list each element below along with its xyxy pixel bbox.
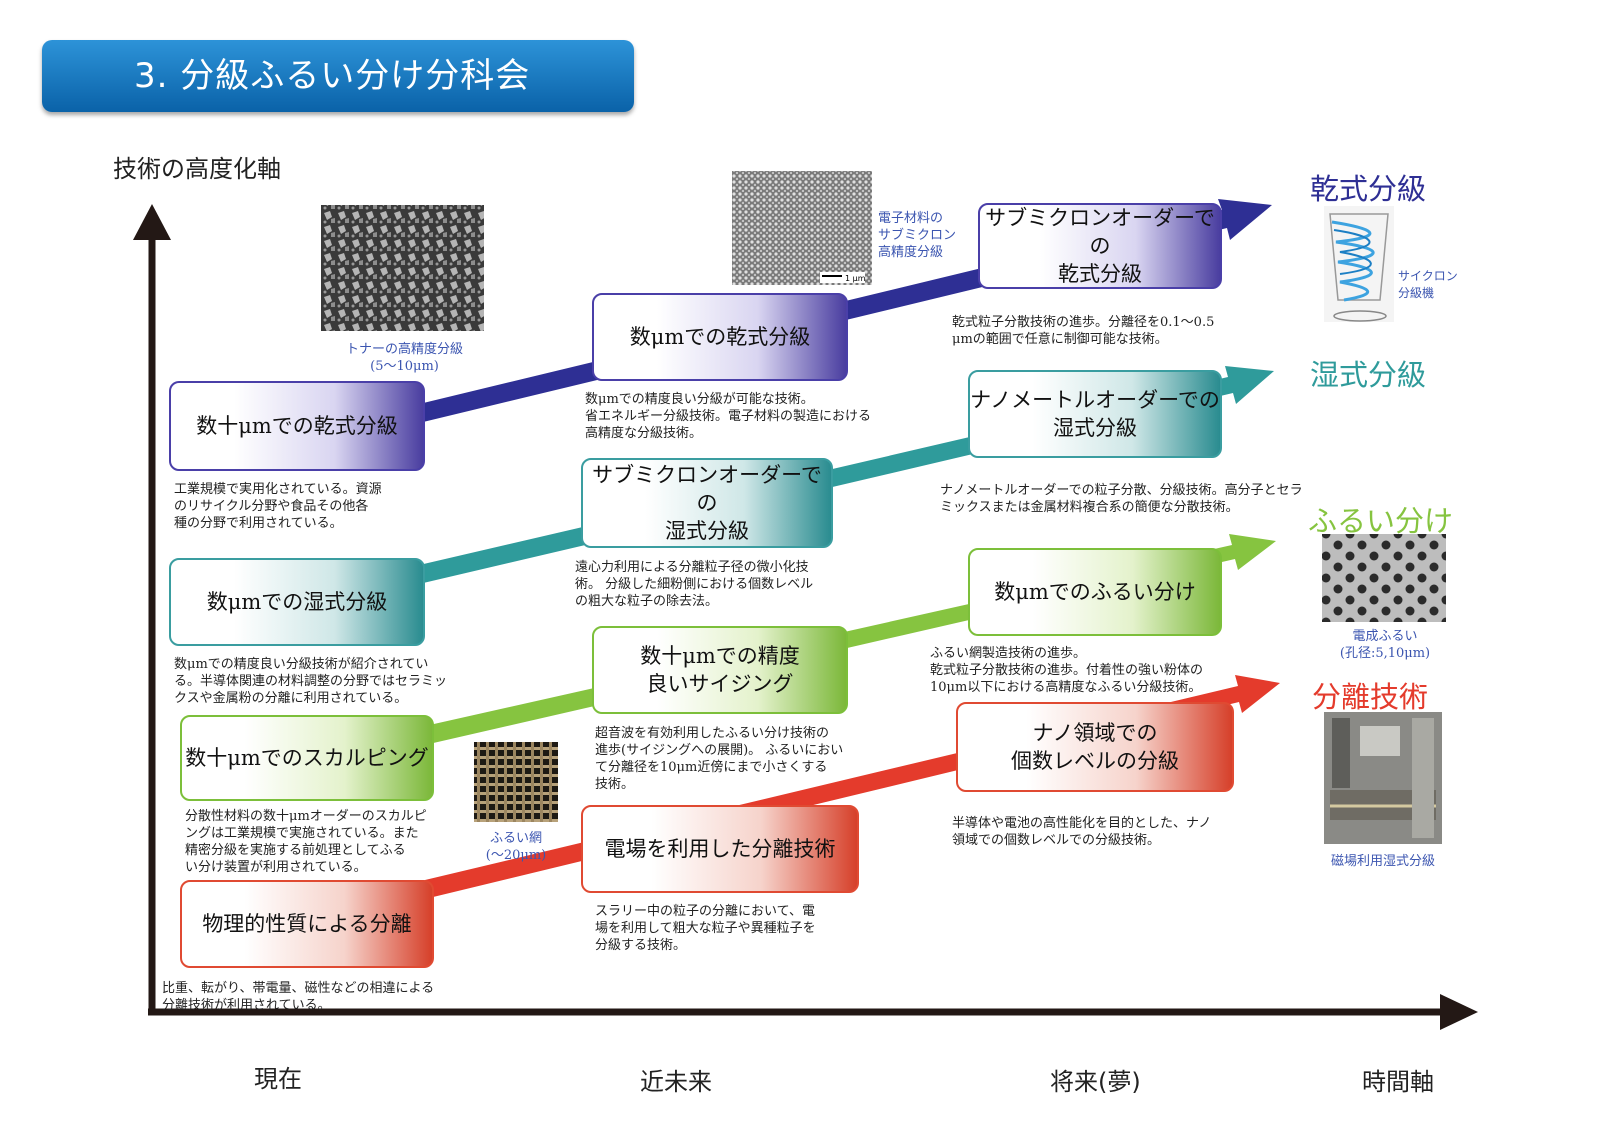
mesh-photo xyxy=(474,742,558,822)
desc-dry-submicron: 乾式粒子分散技術の進歩。分離径を0.1〜0.5 μmの範囲で任意に制御可能な技術… xyxy=(952,315,1215,347)
desc-wet-submicron: 遠心力利用による分離粒子径の微小化技 術。 分級した細粉側における個数レベル の… xyxy=(575,560,814,609)
caption-cyclone: サイクロン 分級機 xyxy=(1398,269,1458,300)
desc-dry-um: 数μmでの精度良い分級が可能な技術。 省エネルギー分級技術。電子材料の製造におけ… xyxy=(585,392,872,441)
caption-electroformed: 電成ふるい (孔径:5,10μm) xyxy=(1339,629,1431,661)
magnetic-separation-photo xyxy=(1324,712,1442,844)
box-dry-tens-um: 数十μmでの乾式分級 xyxy=(169,381,425,471)
box-sep-electric: 電場を利用した分離技術 xyxy=(581,805,859,893)
desc-dry-tens-um: 工業規模で実用化されている。資源 のリサイクル分野や食品その他各 種の分野で利用… xyxy=(174,482,382,531)
box-sieve-sizing: 数十μmでの精度 良いサイジング xyxy=(592,626,848,714)
x-tick-future: 将来(夢) xyxy=(1050,1068,1141,1096)
box-sieve-scalping: 数十μmでのスカルピング xyxy=(180,715,434,801)
category-sieve: ふるい分け xyxy=(1308,504,1454,538)
electronic-material-photo: 1 μm xyxy=(732,171,872,285)
desc-sieve-scalping: 分散性材料の数十μmオーダーのスカルピ ングは工業規模で実施されている。また 精… xyxy=(185,809,427,875)
category-separation: 分離技術 xyxy=(1312,680,1429,714)
toner-photo xyxy=(321,205,484,331)
desc-wet-nanometer: ナノメートルオーダーでの粒子分散、分級技術。高分子とセラ ミックスまたは金属材料… xyxy=(940,483,1303,515)
caption-toner: トナーの高精度分級 (5〜10μm) xyxy=(345,342,463,374)
box-dry-um: 数μmでの乾式分級 xyxy=(592,293,848,381)
electroformed-sieve-photo xyxy=(1322,534,1446,622)
x-tick-near-future: 近未来 xyxy=(640,1068,712,1096)
cyclone-photo xyxy=(1324,206,1394,322)
box-sep-physical: 物理的性質による分離 xyxy=(180,880,434,968)
desc-wet-um: 数μmでの精度良い分級技術が紹介されてい る。半導体関連の材料調整の分野ではセラ… xyxy=(174,657,448,706)
desc-sieve-um: ふるい網製造技術の進歩。 乾式粒子分散技術の進歩。付着性の強い粉体の 10μm以… xyxy=(930,646,1204,695)
caption-mesh: ふるい網 (〜20μm) xyxy=(485,831,547,863)
box-sep-nano: ナノ領域での 個数レベルの分級 xyxy=(956,702,1234,792)
box-wet-submicron: サブミクロンオーダーでの 湿式分級 xyxy=(581,458,833,548)
category-dry: 乾式分級 xyxy=(1310,172,1427,206)
desc-sieve-sizing: 超音波を有効利用したふるい分け技術の 進歩(サイジングへの展開)。 ふるいにおい… xyxy=(595,726,844,792)
desc-sep-nano: 半導体や電池の高性能化を目的とした、ナノ 領域での個数レベルでの分級技術。 xyxy=(952,816,1212,848)
page-title: 3. 分級ふるい分け分科会 xyxy=(42,40,634,112)
caption-electronic: 電子材料の サブミクロン 高精度分級 xyxy=(878,211,957,260)
box-sieve-um: 数μmでのふるい分け xyxy=(968,548,1222,636)
caption-magnetic: 磁場利用湿式分級 xyxy=(1330,854,1435,869)
box-wet-nanometer: ナノメートルオーダーでの 湿式分級 xyxy=(968,370,1222,458)
y-axis-label: 技術の高度化軸 xyxy=(113,155,281,183)
scale-bar-label: 1 μm xyxy=(845,274,866,283)
box-dry-submicron: サブミクロンオーダーでの 乾式分級 xyxy=(978,203,1222,289)
x-axis-label: 時間軸 xyxy=(1362,1068,1434,1096)
desc-sep-electric: スラリー中の粒子の分離において、電 場を利用して粗大な粒子や異種粒子を 分級する… xyxy=(595,904,816,953)
box-wet-um: 数μmでの湿式分級 xyxy=(169,558,425,646)
x-tick-present: 現在 xyxy=(254,1065,302,1093)
y-axis xyxy=(133,204,171,1012)
desc-sep-physical: 比重、転がり、帯電量、磁性などの相違による 分離技術が利用されている。 xyxy=(162,981,435,1013)
x-axis xyxy=(148,994,1478,1030)
category-wet: 湿式分級 xyxy=(1310,358,1427,392)
